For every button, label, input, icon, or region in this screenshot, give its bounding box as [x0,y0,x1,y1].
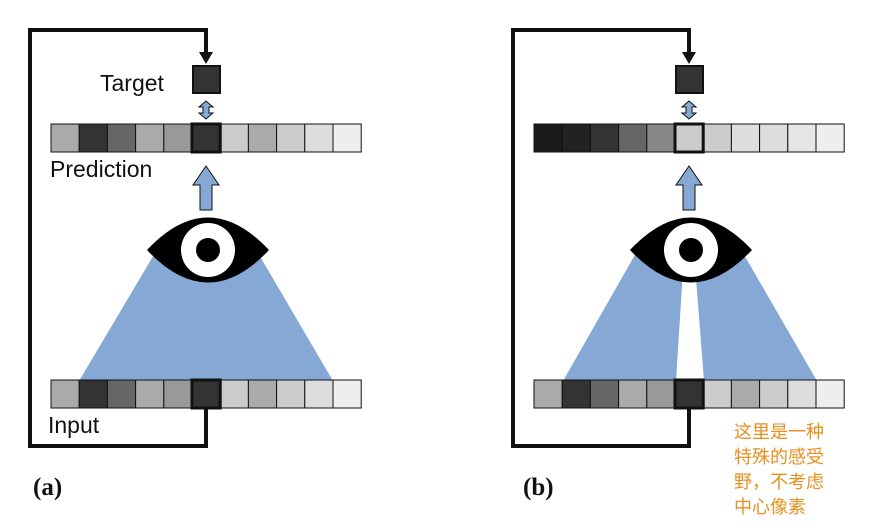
panel-b: (b) 这里是一种 特殊的感受 野，不考虑 中心像素 [511,28,845,518]
input-row-a [50,378,362,410]
prediction-cell [219,123,249,153]
input-cell [78,379,108,409]
input-cell [646,379,676,409]
input-cell [561,379,591,409]
input-cell [276,379,306,409]
receptive-field-b-left [563,253,684,381]
prediction-cell [50,123,80,153]
prediction-cell [589,123,620,153]
prediction-cell [730,123,761,153]
prediction-cell [135,123,165,153]
prediction-cell [332,123,362,153]
annotation-line-2: 特殊的感受 [734,447,824,468]
input-cell [533,379,563,409]
input-cell [759,379,789,409]
panel-label-b: (b) [523,474,554,501]
prediction-center-cell-outline [673,122,705,154]
target-cell-b [675,65,704,94]
prediction-cell [304,123,334,153]
feedback-loop-a [28,28,208,448]
target-label: Target [100,70,165,96]
receptive-field-a [79,253,333,381]
prediction-cell [163,123,193,153]
prediction-arrow-b [675,165,703,211]
input-cell [674,379,704,409]
annotation-line-1: 这里是一种 [734,422,824,443]
loop-arrowhead-b [682,52,696,64]
input-cell [106,379,137,409]
input-cell [219,379,249,409]
prediction-cell [646,123,676,153]
prediction-cell [674,123,704,153]
loop-arrowhead-a [199,52,213,64]
eye-icon [147,217,269,283]
feedback-loop-b [511,28,691,448]
input-cell [332,379,362,409]
compare-arrow-a [197,100,215,120]
prediction-cell [106,123,137,153]
panel-label-a: (a) [33,474,62,501]
input-cell [50,379,80,409]
input-cell [730,379,761,409]
prediction-cell [191,123,221,153]
prediction-cell [702,123,732,153]
input-label: Input [48,412,100,438]
prediction-cell [618,123,648,153]
prediction-cell [533,123,563,153]
prediction-cell [247,123,278,153]
input-cell [247,379,278,409]
prediction-arrow-a [192,165,220,211]
prediction-row-a [50,122,362,154]
annotation-line-3: 野，不考虑 [734,472,824,493]
input-center-cell-outline [190,378,222,410]
input-center-cell-outline [673,378,705,410]
receptive-field-b-right [694,253,817,381]
input-row-b [533,378,845,410]
target-cell-a [192,65,221,94]
prediction-label: Prediction [50,156,152,182]
input-cell [702,379,732,409]
input-cell [787,379,817,409]
annotation: 这里是一种 特殊的感受 野，不考虑 中心像素 [734,422,824,518]
prediction-cell [787,123,817,153]
input-cell [304,379,334,409]
prediction-cell [276,123,306,153]
prediction-cell [561,123,591,153]
prediction-cell [759,123,789,153]
input-cell [815,379,845,409]
compare-arrow-b [680,100,698,120]
input-cell [163,379,193,409]
prediction-center-cell-outline [190,122,222,154]
prediction-row-b [533,122,845,154]
eye-icon [630,217,752,283]
input-cell [589,379,620,409]
prediction-cell [815,123,845,153]
panel-a: Target Prediction Input (a) [28,28,362,501]
prediction-cell [78,123,108,153]
annotation-line-4: 中心像素 [734,497,806,518]
input-cell [135,379,165,409]
input-cell [618,379,648,409]
input-cell [191,379,221,409]
